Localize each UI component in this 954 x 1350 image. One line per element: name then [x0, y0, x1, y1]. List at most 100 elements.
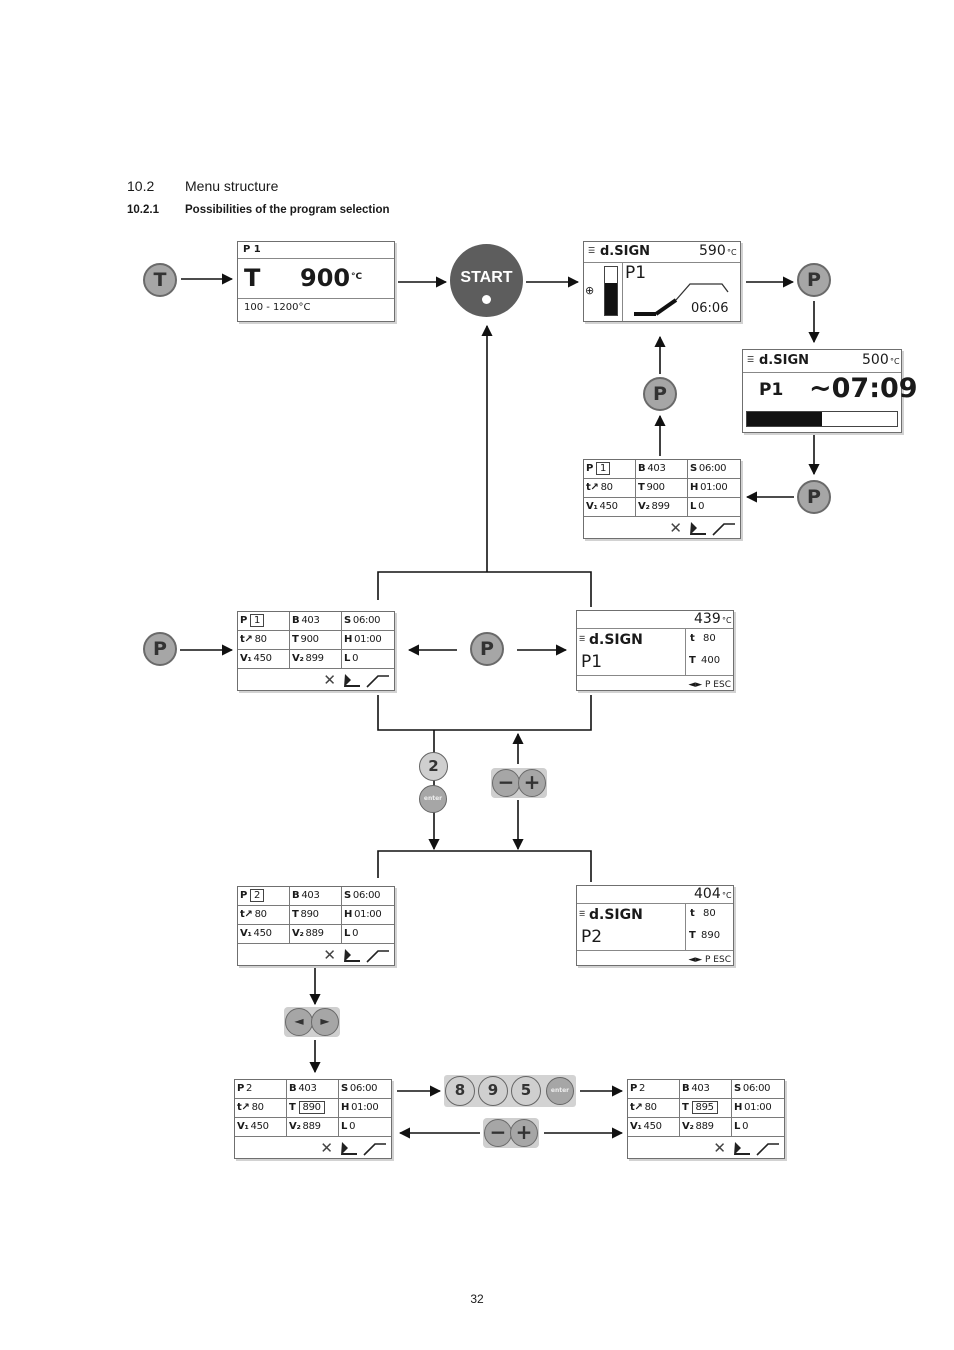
parameter-key: V₂	[682, 1121, 694, 1132]
temp-panel-range: 100 - 1200°C	[244, 302, 311, 313]
enter-key[interactable]: enter	[419, 785, 447, 813]
ramp-icon	[712, 523, 735, 536]
t-key[interactable]: T	[143, 263, 177, 297]
parameter-key: P	[240, 615, 248, 626]
section-title: Menu structure	[185, 178, 279, 194]
table-status-bar: ✕	[235, 1139, 391, 1158]
start-button[interactable]: START	[450, 244, 523, 317]
p-key-left[interactable]: P	[143, 632, 177, 666]
parameter-key: T	[638, 482, 645, 493]
parameter-value: 450	[253, 928, 272, 939]
minus-key[interactable]: −	[492, 769, 520, 797]
p-key-firing[interactable]: P	[797, 263, 831, 297]
key-8[interactable]: 8	[445, 1076, 475, 1106]
key-9[interactable]: 9	[478, 1076, 508, 1106]
parameter-key: B	[292, 890, 300, 901]
middle-bracket	[377, 695, 592, 731]
subsection-number: 10.2.1	[127, 204, 159, 216]
close-icon: ✕	[320, 1139, 333, 1157]
parameter-key: S	[341, 1083, 348, 1094]
parameter-value: 403	[691, 1083, 710, 1094]
design-p2-brand: d.SIGN	[589, 907, 643, 923]
enter-key-2[interactable]: enter	[546, 1077, 574, 1105]
parameter-value: 80	[644, 1102, 657, 1113]
page-number: 32	[470, 1292, 484, 1306]
p-key-center[interactable]: P	[470, 632, 504, 666]
close-icon: ✕	[323, 671, 336, 689]
table-status-bar: ✕	[584, 519, 740, 538]
firing-time: 06:06	[691, 301, 729, 316]
firing-panel: d.SIGN ☰ 590 °C ⊕ P1 06:06	[583, 241, 741, 322]
left-key[interactable]: ◄	[285, 1008, 313, 1036]
parameter-value: 450	[250, 1121, 269, 1132]
parameter-key: B	[638, 463, 646, 474]
design-p1-T-label: T	[689, 655, 696, 666]
left-right-keys: ◄ ►	[284, 1007, 340, 1037]
temp-panel-program: P 1	[243, 244, 261, 255]
parameter-key: H	[344, 909, 353, 920]
plus-key[interactable]: +	[518, 769, 546, 797]
parameter-value: 0	[349, 1121, 356, 1132]
right-key[interactable]: ►	[311, 1008, 339, 1036]
firing-curve-icon	[634, 283, 729, 316]
firing-level-bar	[604, 266, 618, 316]
parameter-value: 450	[599, 501, 618, 512]
p-key-progress[interactable]: P	[797, 480, 831, 514]
parameter-key: P	[237, 1083, 245, 1094]
minus-key-2[interactable]: −	[484, 1119, 512, 1147]
parameter-value: 0	[698, 501, 705, 512]
parameter-key: t↗	[630, 1102, 643, 1113]
design-p2-brand-icon: ☰	[579, 910, 586, 918]
subsection-title: Possibilities of the program selection	[185, 204, 390, 216]
temperature-panel: P 1 T 900 °C 100 - 1200°C	[237, 241, 395, 322]
parameter-cell: t↗80	[628, 1099, 680, 1118]
p-key-table-small[interactable]: P	[643, 377, 677, 411]
lift-icon	[341, 1142, 357, 1155]
parameter-key: L	[344, 928, 351, 939]
parameter-key: t↗	[240, 909, 253, 920]
key-5[interactable]: 5	[511, 1076, 541, 1106]
key-2[interactable]: 2	[419, 752, 448, 781]
design-p1-program: P1	[581, 652, 603, 672]
plus-key-2[interactable]: +	[510, 1119, 538, 1147]
parameter-cell: t↗80	[235, 1099, 287, 1118]
parameter-key: P	[630, 1083, 638, 1094]
parameter-key: S	[690, 463, 697, 474]
parameter-key: S	[734, 1083, 741, 1094]
parameter-key: S	[344, 615, 351, 626]
firing-brand-icon: ☰	[588, 246, 596, 255]
parameter-value: 890	[298, 1101, 325, 1114]
ramp-icon	[366, 950, 389, 963]
temp-panel-letter: T	[244, 264, 261, 292]
design-p2-program: P2	[581, 927, 603, 947]
table-status-bar: ✕	[238, 671, 394, 690]
table-status-bar: ✕	[238, 946, 394, 965]
vacuum-icon: ⊕	[585, 284, 595, 297]
parameter-value: 06:00	[352, 890, 381, 901]
lift-icon	[734, 1142, 750, 1155]
parameter-key: H	[344, 634, 353, 645]
